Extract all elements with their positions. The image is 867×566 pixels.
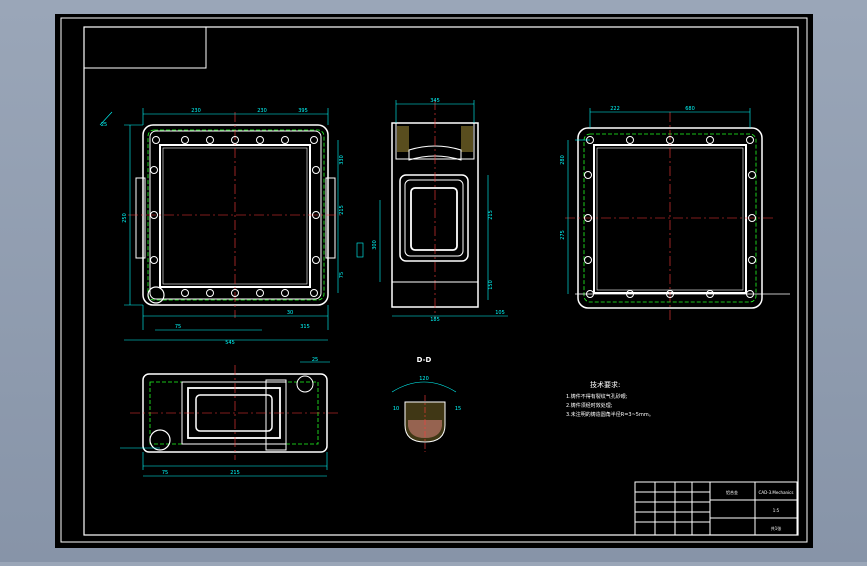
technical-notes: 技术要求: 1.铸件不得有裂纹气孔砂眼; 2.铸件须经时效处理; 3.未注明的铸… [566, 380, 654, 418]
title-block [634, 481, 798, 536]
notes-item-1: 1.铸件不得有裂纹气孔砂眼; [566, 393, 628, 400]
bottom-frame-3 [195, 394, 273, 432]
section-arc-dimension [391, 381, 457, 393]
front-dim-bottom-2: 30 [287, 310, 293, 316]
side-dimension-lines [379, 100, 508, 317]
section-dimension-texts: 120 10 15 [393, 376, 461, 412]
front-dimension-lines [99, 108, 339, 341]
notes-item-2: 2.铸件须经时效处理; [566, 402, 613, 409]
front-dim-top-1: 230 [191, 108, 201, 114]
section-dim-3: 15 [455, 406, 461, 412]
right-dimension-lines [567, 108, 751, 294]
front-dim-top-2: 230 [257, 108, 267, 114]
right-dimension-texts: 222 680 280 275 [560, 106, 695, 240]
front-dim-overall-width: 545 [225, 340, 235, 346]
side-dim-right-1: 215 [488, 210, 494, 220]
side-hatch-right [461, 126, 473, 152]
outer-frame [60, 17, 808, 543]
bottom-dim-3: 25 [312, 357, 318, 363]
title-drawing-name: 铝合金 [726, 489, 738, 495]
notes-title: 技术要求: [590, 380, 620, 389]
bottom-view: 215 75 25 [120, 357, 340, 477]
front-bolt-holes [150, 136, 320, 297]
right-dim-left-2: 275 [560, 230, 566, 240]
side-dim-right-2: 150 [488, 280, 494, 290]
bottom-dimension-lines [120, 361, 330, 477]
front-dim-bottom-3: 315 [300, 324, 310, 330]
side-view: 345 185 215 150 300 105 [356, 98, 508, 323]
bottom-dim-1: 215 [230, 470, 240, 476]
front-dim-right-3: 75 [339, 272, 345, 278]
bottom-dimension-texts: 215 75 25 [162, 357, 318, 476]
bottom-right-hole [296, 375, 314, 393]
side-datum-marker [356, 242, 364, 258]
right-bolt-holes [584, 136, 756, 298]
section-dim-1: 120 [419, 376, 429, 382]
front-dim-corner: 25 [101, 122, 107, 128]
side-hatch-left [397, 126, 409, 152]
bottom-slot [265, 379, 287, 451]
front-hidden-outline [147, 129, 325, 301]
side-dim-offset: 105 [495, 310, 505, 316]
notes-item-3: 3.未注明的铸造圆角半径R=3~5mm。 [566, 411, 654, 418]
title-scale: 1:5 [773, 508, 780, 513]
front-dim-top-3: 395 [298, 108, 308, 114]
right-dim-top-1: 222 [610, 106, 620, 112]
right-dim-left-1: 280 [560, 155, 566, 165]
section-view: D-D 120 10 15 [391, 356, 461, 452]
bottom-large-hole [149, 429, 171, 451]
title-block-texts: 铝合金 CAD-3.Mechanics 1:5 共1张 [726, 489, 793, 531]
side-dim-bottom: 185 [430, 317, 440, 323]
section-dim-2: 10 [393, 406, 399, 412]
front-dim-right-1: 330 [339, 155, 345, 165]
front-dim-left: 250 [122, 213, 128, 223]
side-window-outer [399, 174, 469, 262]
front-left-boss [135, 177, 146, 259]
title-sheet: 共1张 [771, 525, 782, 531]
right-dim-top-2: 680 [685, 106, 695, 112]
front-corner-hole [147, 286, 165, 304]
side-dim-left: 300 [372, 240, 378, 250]
section-label: D-D [417, 356, 432, 364]
side-window-mid [404, 179, 464, 257]
front-view: 545 230 230 395 250 330 215 75 75 30 25 … [99, 108, 345, 346]
right-view: 222 680 280 275 [560, 106, 790, 320]
bottom-dim-2: 75 [162, 470, 168, 476]
front-right-boss [325, 177, 336, 259]
side-dimension-texts: 345 185 215 150 300 105 [372, 98, 505, 323]
front-dim-bottom-1: 75 [175, 324, 181, 330]
side-section-curve [408, 145, 462, 161]
title-code: CAD-3.Mechanics [759, 490, 794, 495]
side-dim-top: 345 [430, 98, 440, 104]
inner-frame [83, 26, 799, 536]
drawing-number-box [83, 26, 207, 69]
side-window-inner [410, 187, 458, 251]
front-dim-right-2: 215 [339, 205, 345, 215]
front-dimension-texts: 545 230 230 395 250 330 215 75 75 30 25 … [101, 108, 345, 346]
sheet-background [55, 14, 813, 548]
